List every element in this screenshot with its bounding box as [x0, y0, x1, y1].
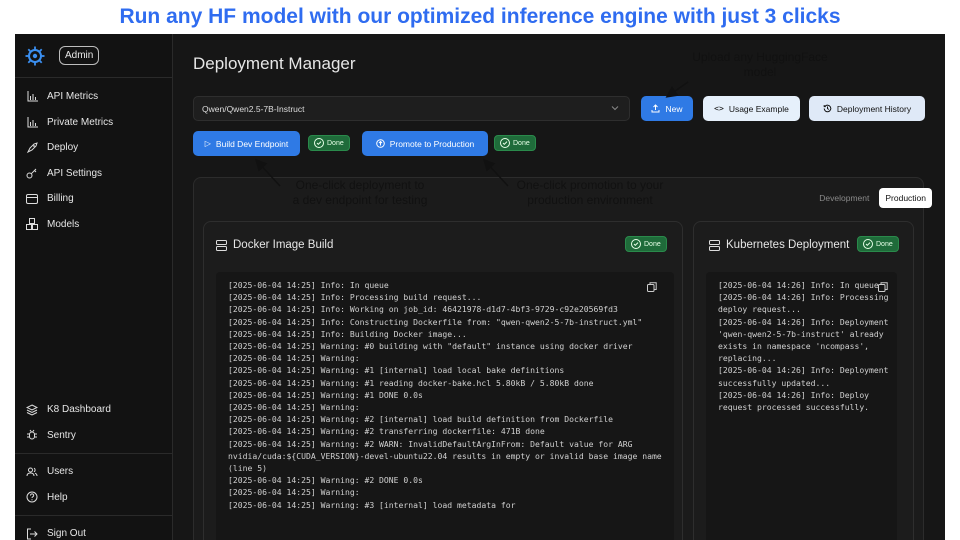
copy-icon[interactable]	[647, 282, 657, 292]
check-circle-icon	[314, 138, 324, 148]
users-icon	[25, 465, 39, 479]
docker-card-title: Docker Image Build	[233, 239, 334, 251]
check-circle-icon	[500, 138, 510, 148]
sidebar-item-api-settings[interactable]: API Settings	[15, 161, 172, 187]
annotation-dev-deploy: One-click deployment to a dev endpoint f…	[292, 178, 428, 207]
sidebar-nav: API Metrics Private Metrics Deploy API S…	[15, 78, 172, 237]
gear-logo-icon	[25, 46, 45, 65]
copy-icon[interactable]	[878, 282, 888, 292]
environment-toggle: Development Production	[813, 188, 932, 208]
sidebar-item-label: Deploy	[47, 142, 79, 154]
server-icon	[709, 239, 720, 251]
sidebar-item-label: Private Metrics	[47, 116, 114, 128]
layers-icon	[25, 403, 39, 417]
help-circle-icon	[25, 490, 39, 504]
docker-status-badge: Done	[625, 236, 667, 252]
promote-to-production-button[interactable]: Promote to Production	[362, 131, 488, 156]
build-dev-endpoint-button[interactable]: ▷ Build Dev Endpoint	[193, 131, 300, 156]
build-status-badge: Done	[308, 135, 350, 151]
page-title: Deployment Manager	[193, 54, 356, 73]
sidebar-item-help[interactable]: Help	[15, 485, 173, 511]
k8s-card-title: Kubernetes Deployment	[726, 239, 850, 251]
sidebar-item-billing[interactable]: Billing	[15, 186, 172, 212]
sidebar-item-k8-dashboard[interactable]: K8 Dashboard	[15, 397, 173, 423]
deployment-history-button[interactable]: Deployment History	[809, 96, 925, 121]
bug-icon	[25, 428, 39, 442]
history-icon	[823, 104, 832, 113]
sidebar-item-models[interactable]: Models	[15, 212, 172, 238]
credit-card-icon	[25, 192, 39, 206]
sidebar-item-label: Sentry	[47, 429, 76, 441]
card-title: Docker Image Build	[216, 239, 333, 251]
tab-production[interactable]: Production	[879, 188, 932, 208]
rocket-icon	[25, 141, 39, 155]
status-label: Done	[327, 139, 344, 147]
promote-to-production-label: Promote to Production	[389, 138, 475, 149]
promo-banner: Run any HF model with our optimized infe…	[119, 5, 841, 28]
sidebar-item-label: Users	[47, 466, 74, 478]
sidebar-item-deploy[interactable]: Deploy	[15, 135, 172, 161]
sidebar-item-label: API Metrics	[47, 91, 99, 103]
sign-out-icon	[25, 527, 39, 540]
sidebar-item-label: K8 Dashboard	[47, 404, 111, 416]
check-circle-icon	[631, 239, 641, 249]
model-select-value: Qwen/Qwen2.5-7B-Instruct	[202, 103, 305, 114]
sidebar-divider	[15, 515, 173, 516]
deployment-history-label: Deployment History	[836, 103, 912, 114]
sidebar-item-label: API Settings	[47, 167, 103, 179]
sidebar-item-users[interactable]: Users	[15, 459, 173, 485]
sidebar-divider	[15, 453, 173, 454]
sidebar-item-private-metrics[interactable]: Private Metrics	[15, 110, 172, 136]
annotation-promotion: One-click promotion to your production e…	[516, 178, 664, 207]
bar-chart-icon	[25, 115, 39, 129]
arrow-up-circle-icon	[375, 139, 385, 148]
build-dev-endpoint-label: Build Dev Endpoint	[215, 138, 289, 149]
brand-bar: Admin	[15, 34, 172, 78]
new-button[interactable]: New	[641, 96, 693, 121]
sidebar-item-label: Models	[47, 218, 80, 230]
usage-example-button[interactable]: <> Usage Example	[703, 96, 800, 121]
sidebar-item-sign-out[interactable]: Sign Out	[15, 521, 173, 540]
k8s-status-badge: Done	[857, 236, 899, 252]
code-icon: <>	[714, 104, 724, 113]
check-circle-icon	[863, 239, 873, 249]
model-select[interactable]: Qwen/Qwen2.5-7B-Instruct	[193, 96, 630, 121]
card-title: Kubernetes Deployment	[709, 239, 849, 251]
annotation-upload: Upload any HuggingFace model	[692, 50, 828, 79]
sidebar-item-label: Sign Out	[47, 528, 86, 540]
tab-development[interactable]: Development	[819, 193, 870, 203]
status-label: Done	[876, 240, 893, 248]
sidebar-item-api-metrics[interactable]: API Metrics	[15, 84, 172, 110]
new-button-label: New	[665, 103, 683, 114]
admin-badge[interactable]: Admin	[59, 46, 100, 65]
play-icon: ▷	[204, 139, 211, 148]
docker-build-card: Docker Image Build Done [2025-06-04 14:2…	[203, 221, 683, 540]
sidebar-item-label: Billing	[47, 193, 74, 205]
server-icon	[216, 239, 227, 251]
sidebar: Admin API Metrics Private Metrics Deploy…	[15, 34, 173, 540]
sidebar-item-sentry[interactable]: Sentry	[15, 423, 173, 449]
main-content: Deployment Manager Qwen/Qwen2.5-7B-Instr…	[173, 34, 945, 540]
status-label: Done	[513, 139, 530, 147]
docker-build-log: [2025-06-04 14:25] Info: In queue [2025-…	[216, 272, 674, 540]
bar-chart-icon	[25, 90, 39, 104]
app-window: Admin API Metrics Private Metrics Deploy…	[15, 34, 945, 540]
usage-example-label: Usage Example	[728, 103, 789, 114]
chevron-down-icon	[611, 106, 619, 111]
promote-status-badge: Done	[494, 135, 536, 151]
boxes-icon	[25, 217, 39, 231]
sidebar-item-label: Help	[47, 491, 68, 503]
status-label: Done	[644, 240, 661, 248]
sidebar-bottom-nav: K8 Dashboard Sentry Users Help Sign Out	[15, 397, 173, 540]
key-icon	[25, 166, 39, 180]
kubernetes-deployment-card: Kubernetes Deployment Done [2025-06-04 1…	[693, 221, 914, 540]
upload-icon	[651, 104, 660, 113]
k8s-deploy-log: [2025-06-04 14:26] Info: In queue [2025-…	[706, 272, 897, 540]
